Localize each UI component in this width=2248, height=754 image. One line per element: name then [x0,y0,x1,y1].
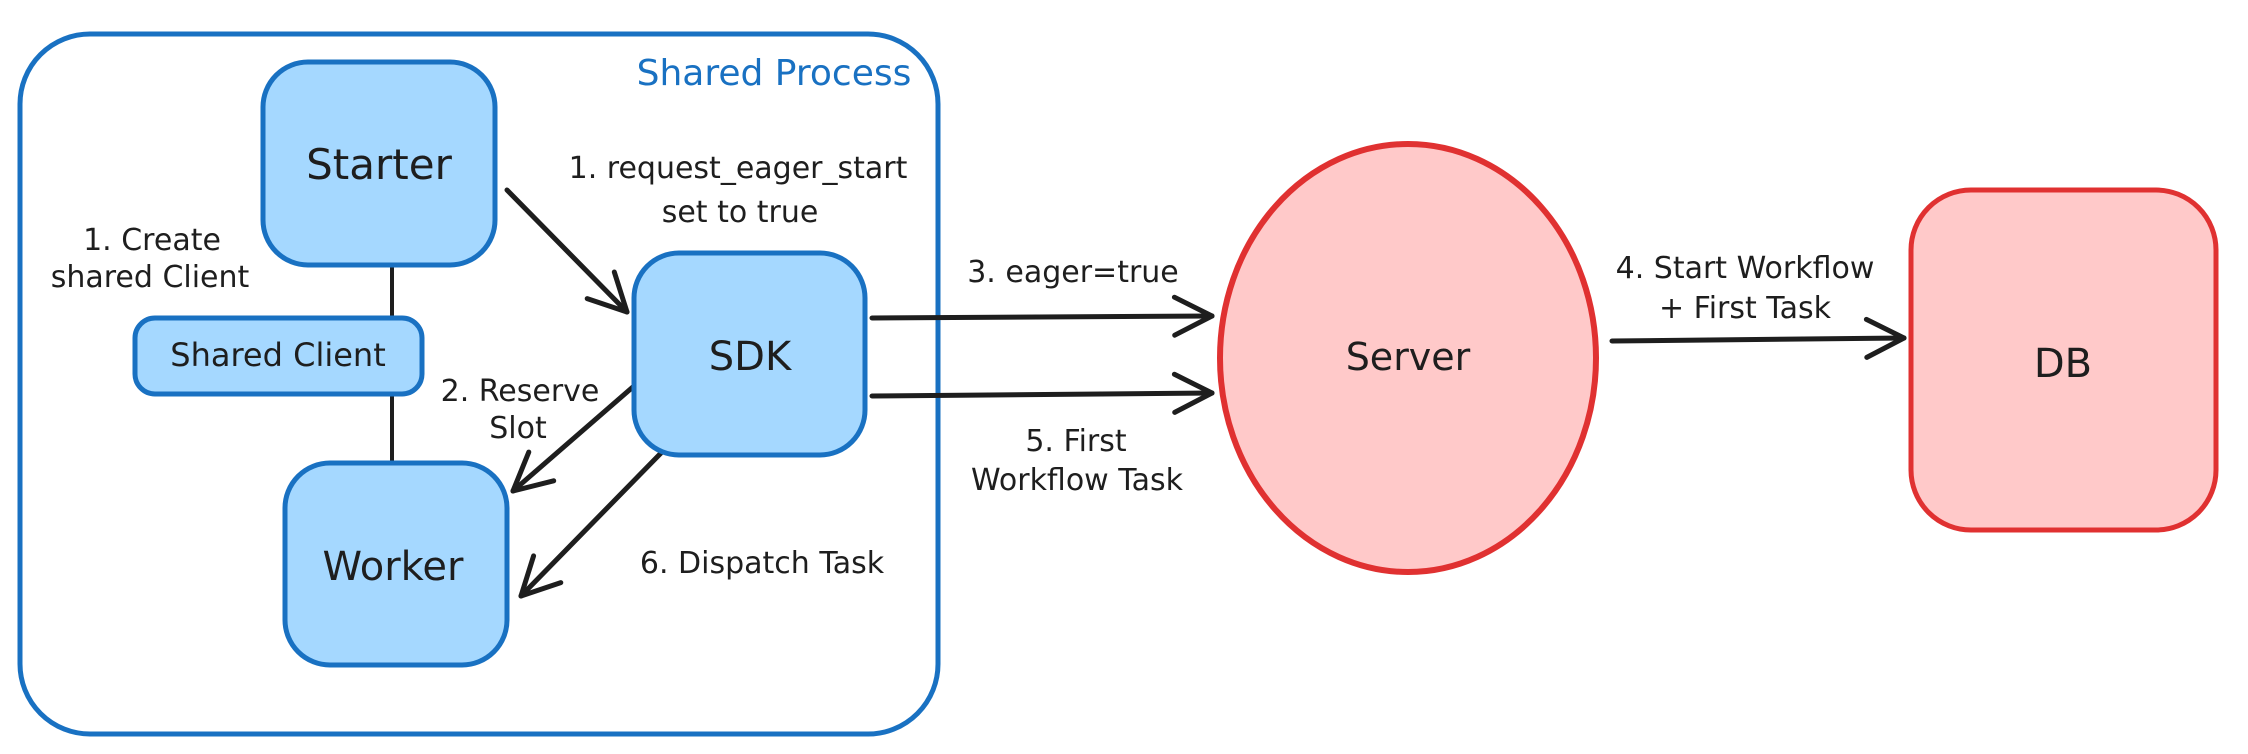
arrow-dispatch-task [518,449,665,599]
annotation-create-shared-client-line2: shared Client [51,260,250,295]
shared-process-container [17,31,941,737]
annotation-first-workflow-task-line2: Workflow Task [971,463,1184,498]
annotation-dispatch-task: 6. Dispatch Task [640,546,885,581]
worker-node: Worker [282,460,510,668]
annotation-start-workflow-line1: 4. Start Workflow [1616,251,1875,286]
arrowhead [584,296,630,315]
arrowhead [1171,371,1215,396]
arrowhead [518,553,537,599]
sdk-label: SDK [709,334,793,380]
arrow-start-workflow [1609,316,1907,360]
arrowhead [510,478,557,494]
arrowhead [1171,294,1215,319]
arrowhead [518,580,564,599]
annotation-eager-true: 3. eager=true [967,255,1179,290]
shared-client-node: Shared Client [132,315,425,397]
annotation-create-shared-client-line1: 1. Create [83,223,221,258]
worker-label: Worker [323,544,464,590]
arrow-eager-true [869,294,1215,338]
server-label: Server [1346,335,1471,379]
arrowhead [1172,390,1215,415]
arrowhead [510,449,532,494]
arrowhead [1863,316,1907,341]
server-node: Server [1217,141,1599,575]
arrowhead [1864,335,1907,360]
arrowhead [611,269,630,315]
starter-node: Starter [260,59,498,268]
annotation-start-workflow-line2: + First Task [1659,291,1832,326]
db-label: DB [2034,341,2092,387]
annotation-request-eager-start-line2: set to true [662,195,819,230]
annotation-request-eager-start-line1: 1. request_eager_start [569,151,908,186]
annotation-reserve-slot-line2: Slot [489,411,547,446]
annotation-first-workflow-task-line1: 5. First [1025,424,1127,459]
shared-client-label: Shared Client [170,336,385,374]
arrow-first-workflow-task [869,371,1215,415]
arrow-reserve-slot [510,383,637,494]
starter-label: Starter [306,140,452,189]
arrowhead [1172,313,1215,338]
annotation-reserve-slot-line1: 2. Reserve [441,374,600,409]
arrow-request-eager-start [504,187,630,315]
sdk-node: SDK [631,250,868,458]
shared-process-label: Shared Process [637,53,912,94]
db-node: DB [1908,187,2219,533]
